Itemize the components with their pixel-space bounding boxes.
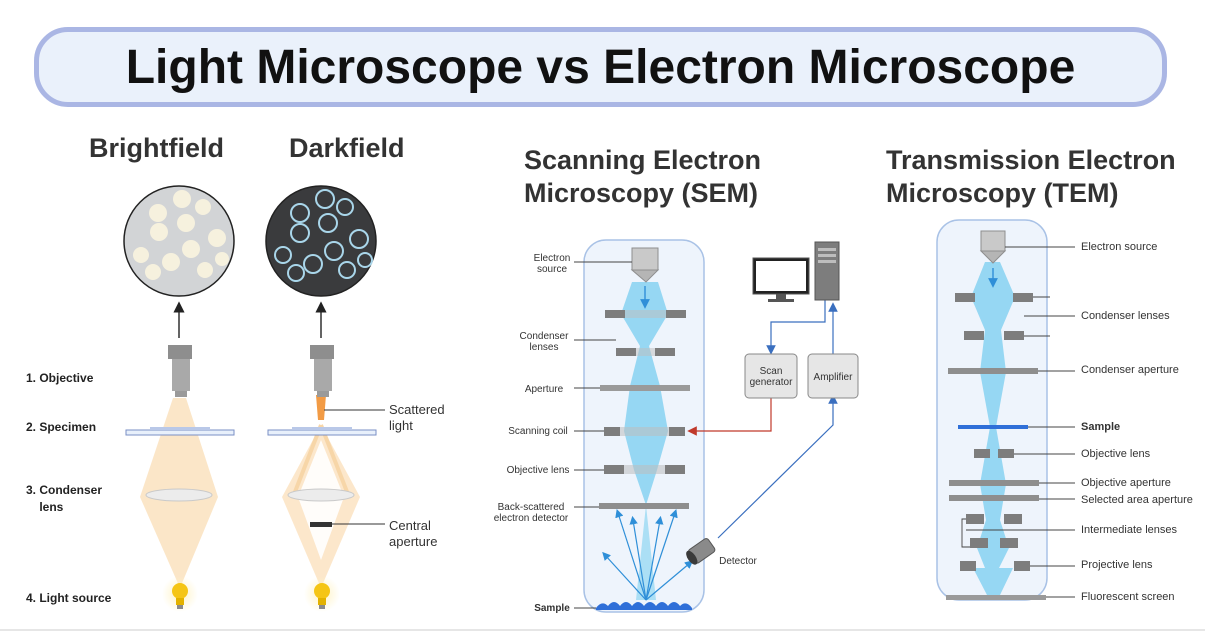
sem-scan-generator-box <box>744 353 798 399</box>
sem-detector <box>686 538 716 565</box>
tem-label-projective-lens: Projective lens <box>1081 559 1153 571</box>
label-objective: 1. Objective <box>26 371 94 385</box>
tem-fluorescent-screen <box>946 595 1046 600</box>
label-scattered-light: Scattered light <box>389 402 445 433</box>
label-central-aperture: Central aperture <box>389 518 438 549</box>
sem-computer <box>752 241 840 302</box>
sem-scan-to-coil <box>687 398 772 436</box>
sem-amplifier-box <box>807 353 859 399</box>
label-light-source: 4. Light source <box>26 591 112 605</box>
sem-beam <box>621 282 668 505</box>
title-banner: Light Microscope vs Electron Microscope <box>34 27 1167 107</box>
darkfield-heading: Darkfield <box>289 133 405 163</box>
sem-label-detector: Detector <box>719 556 757 567</box>
sem-label-scan-generator: Scan generator <box>749 366 793 388</box>
tem-label-electron-source: Electron source <box>1081 241 1158 253</box>
brightfield-objective <box>168 345 192 397</box>
tem-label-sample: Sample <box>1081 421 1121 433</box>
brightfield-light-bulb <box>162 576 198 612</box>
tem-heading-line2: Microscopy (TEM) <box>886 178 1119 208</box>
sem-label-aperture: Aperture <box>524 384 564 395</box>
tem-label-intermediate-lenses: Intermediate lenses <box>1081 524 1177 536</box>
sem-diagram <box>574 239 859 613</box>
sem-detector-to-amplifier <box>717 394 838 539</box>
darkfield-specimen <box>267 429 377 436</box>
brightfield-condenser <box>145 488 213 502</box>
sem-heading: Scanning Electron Microscopy (SEM) <box>524 144 761 210</box>
label-specimen: 2. Specimen <box>26 420 97 434</box>
label-condenser: 3. Condenser lens <box>26 483 103 514</box>
sem-label-sample: Sample <box>534 603 570 614</box>
darkfield-diagram <box>265 185 385 612</box>
tem-label-fluorescent-screen: Fluorescent screen <box>1081 591 1175 603</box>
bottom-divider <box>0 629 1205 631</box>
tem-heading: Transmission Electron Microscopy (TEM) <box>886 144 1176 210</box>
tem-label-selected-area-aperture: Selected area aperture <box>1081 494 1193 506</box>
brightfield-specimen <box>125 429 235 436</box>
darkfield-cells <box>274 189 373 282</box>
tem-label-condenser-aperture: Condenser aperture <box>1081 364 1179 376</box>
darkfield-central-aperture <box>310 522 332 527</box>
brightfield-cells <box>133 190 229 280</box>
sem-label-electron-source: Electron source <box>533 253 571 275</box>
darkfield-view-circle <box>265 185 377 297</box>
sem-label-condenser-lenses: Condenser lenses <box>519 331 569 353</box>
sem-label-scanning-coil: Scanning coil <box>508 426 568 437</box>
sem-sample <box>596 602 692 608</box>
sem-label-objective-lens: Objective lens <box>506 465 570 476</box>
brightfield-diagram <box>123 185 235 612</box>
darkfield-objective <box>310 345 334 397</box>
tem-heading-line1: Transmission Electron <box>886 145 1176 175</box>
sem-label-amplifier: Amplifier <box>813 372 853 383</box>
tem-label-condenser-lenses: Condenser lenses <box>1081 310 1170 322</box>
tem-diagram <box>936 219 1075 601</box>
brightfield-heading: Brightfield <box>89 133 224 163</box>
sem-computer-to-scan <box>766 300 826 355</box>
tem-sample <box>958 425 1028 429</box>
darkfield-light-bulb <box>304 576 340 612</box>
darkfield-condenser <box>287 488 355 502</box>
sem-heading-line1: Scanning Electron <box>524 145 762 175</box>
sem-label-backscattered: Back-scattered electron detector <box>493 502 569 524</box>
tem-label-objective-aperture: Objective aperture <box>1081 477 1171 489</box>
page-title: Light Microscope vs Electron Microscope <box>125 40 1076 94</box>
sem-heading-line2: Microscopy (SEM) <box>524 178 759 208</box>
tem-label-objective-lens: Objective lens <box>1081 448 1151 460</box>
